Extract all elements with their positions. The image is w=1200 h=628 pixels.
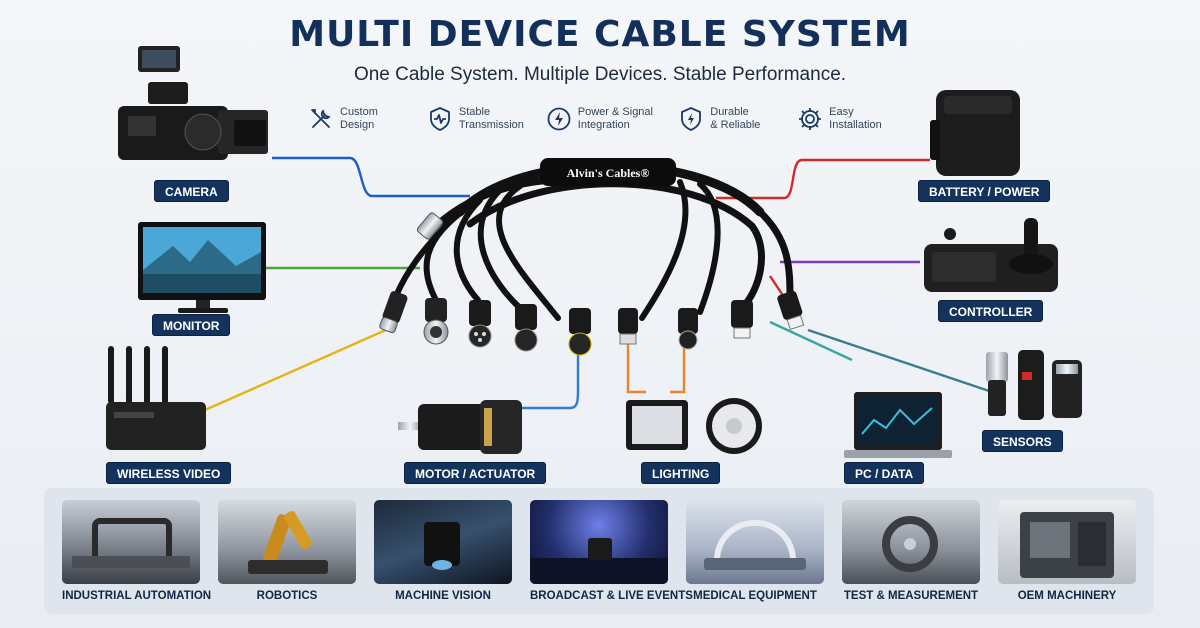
feature-label: Integration [577, 119, 630, 131]
sensors-wire [807, 328, 1005, 398]
application-test-measurement: TEST & MEASUREMENT [842, 500, 980, 602]
motor-wire [520, 342, 580, 410]
harness-sleeve [540, 158, 676, 186]
cable-diagram: Alvin's Cables® [204, 156, 1005, 412]
lightning-icon [547, 107, 571, 131]
tools-icon [311, 109, 331, 128]
feature-durable: Durable& Reliable [678, 102, 779, 136]
pc-device [844, 392, 952, 458]
applications-strip: INDUSTRIAL AUTOMATION ROBOTICS MACHINE V… [44, 488, 1154, 614]
feature-label: Power & Signal [577, 106, 653, 118]
rj45-connector [618, 308, 638, 345]
camera-wire [272, 156, 470, 198]
battery-wire [716, 158, 930, 200]
application-label: MACHINE VISION [395, 590, 491, 602]
shield-wave-icon [429, 107, 450, 131]
cable-harness [393, 161, 794, 321]
gear-icon [799, 108, 822, 130]
usb-b-connector [777, 290, 805, 331]
mini-din-connector [678, 308, 698, 350]
industrial-automation-image [62, 500, 200, 584]
application-industrial-automation: INDUSTRIAL AUTOMATION [62, 500, 212, 602]
broadcast-image [530, 500, 668, 584]
motor-label: MOTOR / ACTUATOR [404, 462, 547, 484]
machine-vision-image [374, 500, 512, 584]
wireless-device [106, 346, 206, 450]
application-label: MEDICAL EQUIPMENT [693, 590, 817, 602]
feature-label: & Reliable [710, 119, 761, 131]
application-label: BROADCAST & LIVE EVENTS [530, 590, 693, 602]
application-oem-machinery: OEM MACHINERY [998, 500, 1136, 602]
camera-device [118, 46, 268, 160]
lighting-label: LIGHTING [641, 462, 721, 484]
robotics-image [218, 500, 356, 584]
motor-device [398, 400, 522, 454]
lighting-device [626, 398, 762, 454]
test-measurement-image [842, 500, 980, 584]
battery-label: BATTERY / POWER [918, 180, 1051, 202]
feature-label: Transmission [458, 119, 524, 131]
application-medical: MEDICAL EQUIPMENT [686, 500, 824, 602]
feature-label: Installation [829, 119, 882, 131]
lighting-wire [626, 340, 686, 394]
shield-bolt-icon [681, 107, 702, 131]
medical-equipment-image [686, 500, 824, 584]
page-title: MULTI DEVICE CABLE SYSTEM [289, 14, 911, 55]
wireless-wire [204, 324, 396, 412]
application-label: TEST & MEASUREMENT [843, 590, 979, 602]
page-subtitle: One Cable System. Multiple Devices. Stab… [353, 64, 847, 85]
controller-device [924, 218, 1058, 292]
din-connector [514, 304, 538, 352]
feature-label: Custom [340, 106, 378, 118]
application-machine-vision: MACHINE VISION [374, 500, 512, 602]
monitor-label: MONITOR [152, 314, 231, 336]
wireless-label: WIRELESS VIDEO [106, 462, 232, 484]
feature-label: Stable [458, 106, 491, 118]
usb-connector [731, 300, 753, 339]
feature-label: Durable [710, 106, 749, 118]
xlr-connector [423, 298, 449, 345]
sensors-label: SENSORS [982, 430, 1063, 452]
din-connector-2 [568, 308, 592, 356]
lemo-connector [379, 291, 408, 334]
application-label: ROBOTICS [256, 590, 318, 602]
pc-label: PC / DATA [844, 462, 925, 484]
controller-label: CONTROLLER [938, 300, 1044, 322]
brand-label: Alvin's Cables® [567, 166, 650, 180]
mil-connector [468, 300, 492, 348]
application-label: INDUSTRIAL AUTOMATION [62, 590, 212, 602]
application-label: OEM MACHINERY [1017, 590, 1117, 602]
camera-label: CAMERA [154, 180, 229, 202]
application-robotics: ROBOTICS [218, 500, 356, 602]
connectors [379, 212, 805, 356]
bnc-connector [416, 212, 444, 240]
feature-label: Easy [829, 106, 854, 118]
led-grid [632, 406, 682, 444]
sensors-device [986, 350, 1082, 420]
feature-label: Design [340, 119, 375, 131]
monitor-device [138, 222, 266, 313]
battery-device [930, 90, 1020, 176]
pc-wire [769, 320, 853, 362]
oem-machinery-image [998, 500, 1136, 584]
application-broadcast: BROADCAST & LIVE EVENTS [530, 500, 693, 602]
